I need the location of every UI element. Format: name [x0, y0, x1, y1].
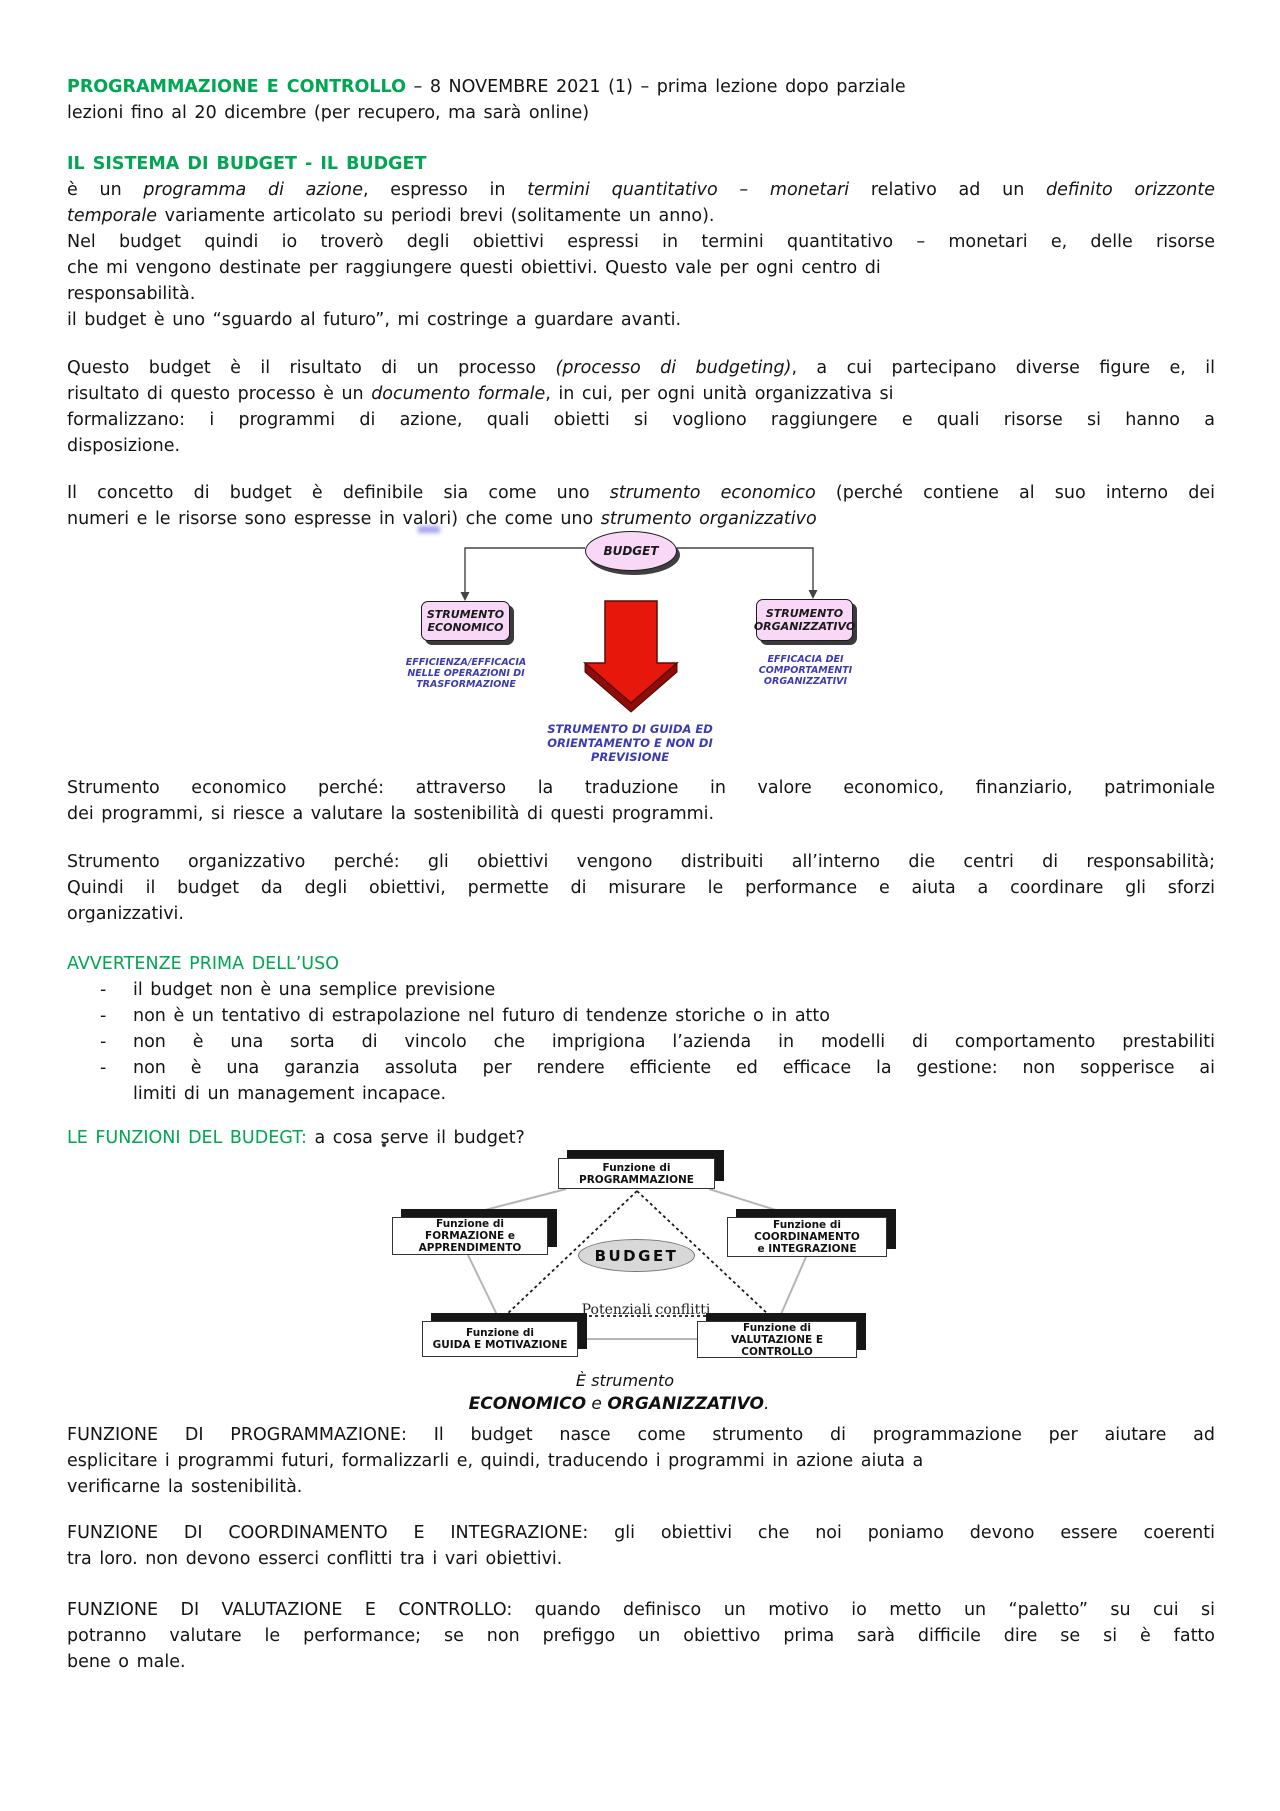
section-heading-budget: IL SISTEMA DI BUDGET - IL BUDGET [67, 151, 1215, 177]
list-item: -non è una garanzia assoluta per rendere… [67, 1055, 1215, 1081]
funzioni-budget-diagram: Funzione di PROGRAMMAZIONE Funzione di F… [0, 1143, 1280, 1422]
budget-strumenti-diagram: BUDGET STRUMENTO ECONOMICO STRUMENTO ORG… [0, 526, 1280, 775]
caption-strumento-guida: STRUMENTO DI GUIDA ED ORIENTAMENTO E NON… [547, 722, 713, 764]
strumento-organizzativo-box: STRUMENTO ORGANIZZATIVO [754, 599, 855, 641]
paragraph-concetto: Il concetto di budget è definibile sia c… [67, 483, 1215, 529]
bullet-dash: - [100, 1032, 107, 1052]
heading-le-funzioni: LE FUNZIONI DEL BUDEGT: a cosa serve il … [67, 1125, 1215, 1151]
potenziali-conflitti-label: Potenziali conflitti [581, 1302, 711, 1318]
connector-left-arrow [460, 547, 585, 601]
title-line-2: lezioni fino al 20 dicembre (per recuper… [67, 103, 590, 123]
funzione-valutazione-box: Funzione di VALUTAZIONE E CONTROLLO [697, 1321, 857, 1358]
pentagon-gray-lines [457, 1188, 807, 1340]
conflict-dashed-lines [504, 1190, 771, 1317]
list-item: -non è una sorta di vincolo che imprigio… [67, 1029, 1215, 1055]
paragraph-funzione-valutazione: FUNZIONE DI VALUTAZIONE E CONTROLLO: qua… [67, 1600, 1215, 1672]
list-item: -non è un tentativo di estrapolazione ne… [67, 1003, 1215, 1029]
text-block-2: Strumento economico perché: attraverso l… [67, 775, 1215, 1151]
funzione-programmazione-box: Funzione di PROGRAMMAZIONE [558, 1158, 715, 1189]
paragraph-strumento-organizzativo: Strumento organizzativo perché: gli obie… [67, 852, 1215, 924]
funzione-guida-box: Funzione di GUIDA E MOTIVAZIONE [422, 1321, 578, 1357]
text-block-3: FUNZIONE DI PROGRAMMAZIONE: Il budget na… [67, 1422, 1215, 1675]
caption-efficienza: EFFICIENZA/EFFICACIA NELLE OPERAZIONI DI… [405, 657, 527, 690]
connector-right-arrow [677, 547, 818, 599]
paragraph-processo: Questo budget è il risultato di un proce… [67, 358, 1215, 456]
text-block-1: PROGRAMMAZIONE E CONTROLLO – 8 NOVEMBRE … [67, 0, 1215, 532]
artifact-smudge [418, 526, 440, 533]
funzione-formazione-box: Funzione di FORMAZIONE e APPRENDIMENTO [392, 1217, 548, 1255]
artifact-dot [382, 1143, 386, 1147]
paragraph-strumento-economico: Strumento economico perché: attraverso l… [67, 778, 1215, 824]
caption-efficacia: EFFICACIA DEI COMPORTAMENTI ORGANIZZATIV… [758, 654, 853, 687]
funzione-coordinamento-box: Funzione di COORDINAMENTO e INTEGRAZIONE [727, 1217, 887, 1257]
title-line-1: PROGRAMMAZIONE E CONTROLLO – 8 NOVEMBRE … [67, 74, 1215, 100]
title-rest: – 8 NOVEMBRE 2021 (1) – prima lezione do… [405, 77, 906, 97]
paragraph-definizione: è un programma di azione, espresso in te… [67, 180, 1215, 226]
budget-oval-2: BUDGET [578, 1239, 695, 1272]
paragraph-funzione-coordinamento: FUNZIONE DI COORDINAMENTO E INTEGRAZIONE… [67, 1523, 1215, 1569]
paragraph-nel-budget: Nel budget quindi io troverò degli obiet… [67, 232, 1215, 304]
paragraph-funzione-programmazione: FUNZIONE DI PROGRAMMAZIONE: Il budget na… [67, 1425, 1215, 1497]
strumento-economico-box: STRUMENTO ECONOMICO [421, 601, 510, 641]
bullet-dash: - [100, 980, 107, 1000]
funzioni-question: a cosa serve il budget? [306, 1128, 525, 1148]
list-item: -il budget non è una semplice previsione [67, 977, 1215, 1003]
doc-title: PROGRAMMAZIONE E CONTROLLO – 8 NOVEMBRE … [67, 74, 1215, 126]
budget-oval-label: BUDGET [603, 544, 659, 558]
bullet-dash: - [100, 1006, 107, 1026]
budget-oval: BUDGET [585, 531, 677, 571]
paragraph-sguardo: il budget è uno “sguardo al futuro”, mi … [67, 310, 682, 330]
avvertenze-list: -il budget non è una semplice previsione… [67, 977, 1215, 1107]
heading-il-sistema: IL SISTEMA DI BUDGET - IL BUDGET [67, 154, 427, 174]
bullet-dash: - [100, 1058, 107, 1078]
heading-avvertenze: AVVERTENZE PRIMA DELL’USO [67, 954, 339, 974]
diagram1-connectors [460, 547, 818, 713]
budget-oval-2-label: BUDGET [594, 1246, 679, 1265]
diagram2-lines [457, 1188, 807, 1340]
course-title: PROGRAMMAZIONE E CONTROLLO [67, 77, 406, 97]
list-item-continuation: limiti di un management incapace. [133, 1084, 447, 1104]
big-red-down-arrow-icon [582, 600, 680, 713]
diagram2-caption-line1: È strumento [575, 1371, 675, 1390]
diagram2-caption-line2: ECONOMICO e ORGANIZZATIVO. [468, 1394, 770, 1414]
funzioni-heading: LE FUNZIONI DEL BUDEGT: [67, 1128, 307, 1148]
